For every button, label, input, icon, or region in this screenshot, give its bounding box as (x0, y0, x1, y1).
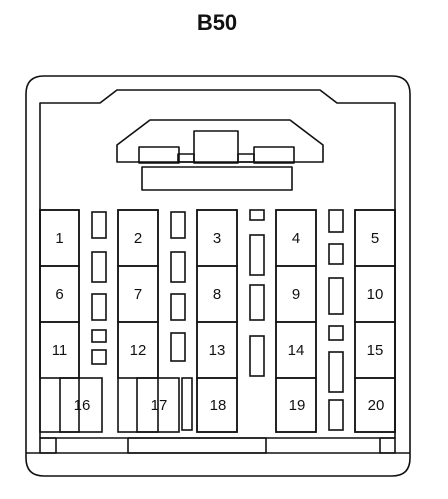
latch-outline (116, 119, 324, 163)
pin-label: 8 (213, 286, 221, 303)
pin-label: 13 (209, 342, 226, 359)
latch-small-left (177, 153, 195, 163)
pin-label: 7 (134, 286, 142, 303)
pin-label: 18 (210, 397, 227, 414)
pin-label: 5 (371, 230, 379, 247)
latch-left-tab (138, 146, 180, 164)
pin-label: 16 (74, 397, 91, 414)
cavity-slot (328, 399, 344, 431)
cavity-slot (249, 209, 265, 221)
cavity-slot (170, 211, 186, 239)
cavity-slot (181, 377, 193, 431)
pin-label: 17 (151, 397, 168, 414)
cavity-slot (91, 211, 107, 239)
cavity-slot (249, 284, 265, 321)
cavity-slot (249, 234, 265, 276)
housing-outer (25, 75, 411, 477)
cavity-slot (328, 325, 344, 341)
pin-cell (354, 377, 396, 433)
pin-cell (196, 377, 238, 433)
pin-label: 3 (213, 230, 221, 247)
cavity-slot (328, 277, 344, 315)
cavity-slot (170, 251, 186, 283)
cavity-slot (91, 251, 107, 283)
pin-label: 20 (368, 397, 385, 414)
locking-bar (141, 166, 293, 191)
cavity-slot (91, 329, 107, 343)
pin-cell (136, 377, 180, 433)
cavity-slot (170, 332, 186, 362)
pin-label: 9 (292, 286, 300, 303)
pin-cell (275, 377, 317, 433)
pin-label: 4 (292, 230, 300, 247)
pin-label: 1 (55, 230, 63, 247)
latch-small-right (237, 153, 255, 163)
pin-label: 11 (52, 342, 68, 359)
pin-label: 10 (367, 286, 384, 303)
latch-center-block (193, 130, 239, 164)
pin-label: 19 (289, 397, 306, 414)
connector-title: B50 (197, 10, 237, 35)
pin-cell (59, 377, 103, 433)
pin-label: 6 (55, 286, 63, 303)
cavity-slot (170, 293, 186, 321)
pin-label: 2 (134, 230, 142, 247)
cavity-slot (328, 209, 344, 233)
cavity-slot (328, 351, 344, 393)
cavity-slot (249, 335, 265, 377)
pin-label: 14 (288, 342, 305, 359)
cavity-slot (91, 293, 107, 321)
pin-label: 15 (367, 342, 384, 359)
foot-center (127, 437, 267, 454)
foot-left (39, 437, 57, 454)
cavity-slot (328, 243, 344, 265)
latch-right-tab (253, 146, 295, 164)
foot-right (379, 437, 396, 454)
pin-label: 12 (130, 342, 147, 359)
cavity-slot (91, 349, 107, 365)
